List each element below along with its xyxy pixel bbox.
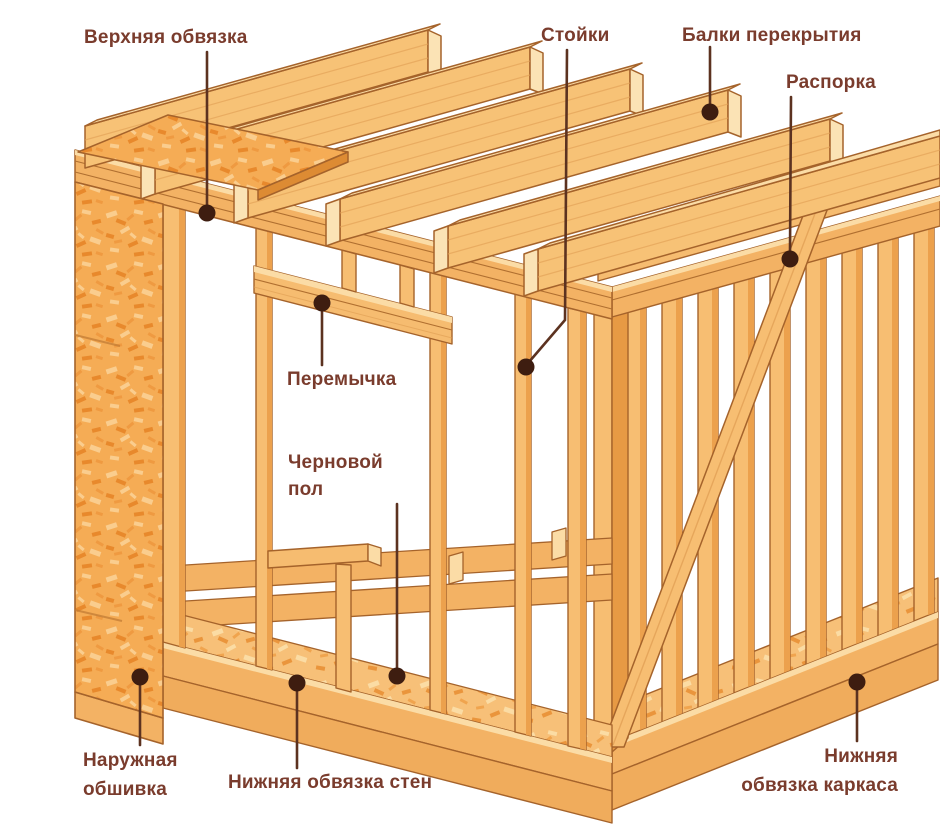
corner-post-face — [593, 303, 613, 757]
sill-rail-endcap — [367, 543, 382, 567]
leader-brace-line — [788, 95, 793, 253]
leader-top-plate-dot — [198, 204, 216, 222]
leader-floor-beams-dot — [701, 103, 719, 121]
leader-subfloor-dot — [388, 667, 406, 685]
leader-header-dot — [313, 294, 331, 312]
ceiling-joist — [433, 112, 844, 274]
label-header: Перемычка — [287, 369, 397, 390]
ceiling-osb-deck — [77, 114, 349, 201]
leader-exterior-sheathing-dot — [131, 668, 149, 686]
osb-panel — [74, 181, 164, 719]
leader-lines — [138, 45, 859, 770]
leader-bottom-plate-walls-dot — [288, 674, 306, 692]
left-wall-sheathing — [74, 181, 164, 745]
cripple-stud — [341, 249, 357, 293]
leader-bottom-plate-frame-dot — [848, 673, 866, 691]
ceiling-joist — [325, 83, 742, 247]
front-wall — [162, 203, 613, 824]
label-subfloor: Черновой пол — [288, 452, 383, 500]
label-studs: Стойки — [541, 25, 610, 46]
label-bottom-plate-frame: Нижняя обвязка каркаса — [741, 746, 898, 796]
leader-brace-dot — [781, 250, 799, 268]
blocking-piece — [448, 551, 464, 585]
right-wall — [593, 224, 939, 811]
right-bottom-plate-highlight — [612, 612, 938, 748]
leader-dots — [131, 103, 866, 692]
label-top-plate: Верхняя обвязка — [84, 27, 248, 48]
ceiling-joist — [523, 129, 940, 297]
door-header — [253, 265, 453, 345]
cripple-stud — [399, 264, 415, 308]
leader-studs-dot — [517, 358, 535, 376]
floor-joists-interior — [169, 527, 613, 629]
label-floor-beams: Балки перекрытия — [682, 25, 862, 46]
leader-studs-line — [527, 48, 569, 364]
label-bottom-plate-walls: Нижняя обвязка стен — [228, 772, 433, 793]
wall-bottom-plate-highlight — [163, 642, 612, 763]
blocking-piece — [551, 527, 567, 561]
label-brace: Распорка — [786, 72, 876, 93]
ceiling-osb-deck-edge — [257, 151, 349, 201]
label-exterior-sheathing: Наружная обшивка — [83, 750, 178, 800]
cripple-stud — [335, 563, 352, 693]
front-wall-studs — [162, 203, 587, 751]
